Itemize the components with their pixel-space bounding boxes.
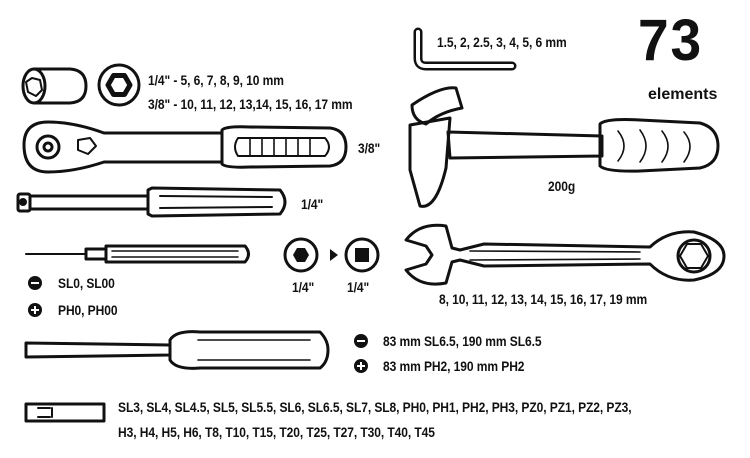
hex-key-sizes: 1.5, 2, 2.5, 3, 4, 5, 6 mm bbox=[437, 34, 567, 50]
slotted-icon bbox=[28, 276, 42, 290]
hex-key-icon bbox=[413, 27, 517, 71]
socket-icon bbox=[21, 67, 88, 105]
bit-icon bbox=[24, 402, 106, 423]
phillips-icon bbox=[354, 359, 368, 373]
adapter-from-label: 1/4" bbox=[292, 279, 315, 295]
ratchet-drive-label: 3/8" bbox=[358, 140, 381, 156]
adapter-icon bbox=[283, 237, 380, 273]
precision-slotted-sizes: SL0, SL00 bbox=[58, 275, 115, 291]
hammer-icon bbox=[408, 86, 720, 208]
bit-list-line-1: SL3, SL4, SL4.5, SL5, SL5.5, SL6, SL6.5,… bbox=[118, 399, 632, 415]
ratchet-icon bbox=[22, 120, 348, 174]
bit-list-line-2: H3, H4, H5, H6, T8, T10, T15, T20, T25, … bbox=[118, 424, 435, 440]
bit-holder-drive-label: 1/4" bbox=[301, 196, 324, 212]
screwdriver-phillips-sizes: 83 mm PH2, 190 mm PH2 bbox=[383, 358, 525, 374]
precision-phillips-sizes: PH0, PH00 bbox=[58, 302, 118, 318]
phillips-icon bbox=[28, 303, 42, 317]
element-count: 73 bbox=[638, 8, 704, 73]
slotted-icon bbox=[354, 334, 368, 348]
bit-holder-icon bbox=[16, 186, 287, 218]
adapter-to-label: 1/4" bbox=[347, 279, 370, 295]
socket-hex-icon bbox=[97, 63, 141, 107]
screwdriver-slotted-sizes: 83 mm SL6.5, 190 mm SL6.5 bbox=[383, 333, 542, 349]
socket-sizes-three-eighths: 3/8" - 10, 11, 12, 13,14, 15, 16, 17 mm bbox=[148, 96, 353, 112]
combination-wrench-icon bbox=[404, 223, 726, 286]
screwdriver-icon bbox=[24, 330, 330, 370]
wrench-sizes: 8, 10, 11, 12, 13, 14, 15, 16, 17, 19 mm bbox=[439, 291, 648, 307]
element-count-unit: elements bbox=[648, 86, 718, 103]
hammer-weight-label: 200g bbox=[548, 178, 576, 194]
socket-sizes-quarter: 1/4" - 5, 6, 7, 8, 9, 10 mm bbox=[148, 72, 284, 88]
precision-screwdriver-icon bbox=[25, 244, 250, 264]
